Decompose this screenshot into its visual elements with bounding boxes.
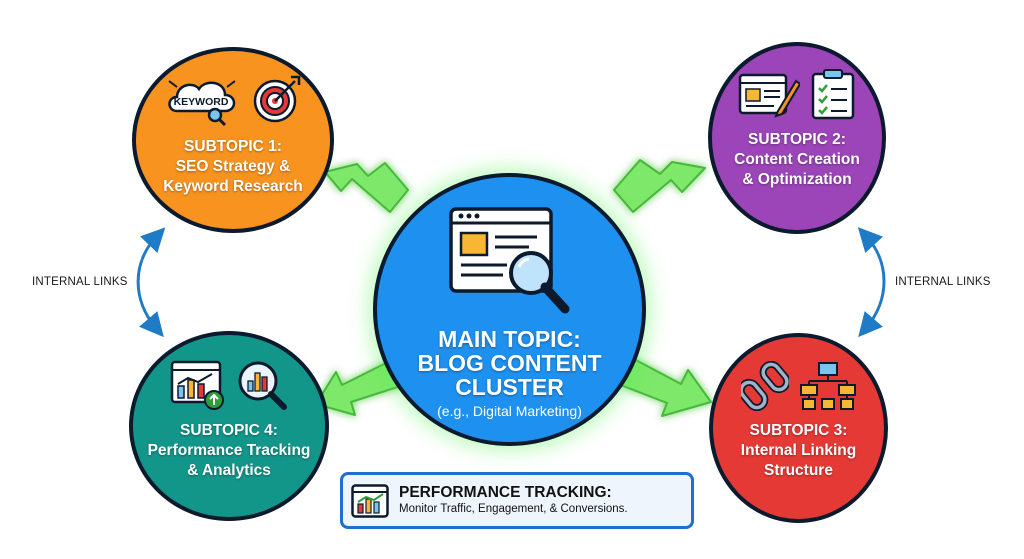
subtopic-4-heading: SUBTOPIC 4: bbox=[180, 422, 278, 439]
subtopic-2-title-line2: & Optimization bbox=[742, 171, 852, 188]
performance-tracking-box: PERFORMANCE TRACKING: Monitor Traffic, E… bbox=[340, 472, 694, 529]
internal-links-label-left: INTERNAL LINKS bbox=[32, 276, 128, 288]
subtopic-3-heading: SUBTOPIC 3: bbox=[749, 422, 848, 439]
internal-link-arrow-left bbox=[136, 227, 166, 338]
arrow-to-subtopic-4 bbox=[315, 359, 405, 416]
main-topic-line2: BLOG CONTENT bbox=[417, 350, 602, 376]
main-topic-title: MAIN TOPIC: BLOG CONTENT CLUSTER bbox=[418, 327, 602, 399]
webpage-magnifier-icon bbox=[448, 207, 569, 314]
performance-text: PERFORMANCE TRACKING: Monitor Traffic, E… bbox=[399, 484, 628, 517]
internal-link-arrow-right bbox=[857, 227, 886, 338]
checklist-icon bbox=[811, 69, 855, 120]
keyword-icon-text: KEYWORD bbox=[174, 96, 229, 108]
arrow-to-subtopic-1 bbox=[324, 162, 409, 213]
subtopic-2-title-line1: Content Creation bbox=[734, 151, 860, 168]
performance-description: Monitor Traffic, Engagement, & Conversio… bbox=[399, 503, 628, 515]
subtopic-2-heading: SUBTOPIC 2: bbox=[748, 131, 846, 148]
performance-title: PERFORMANCE TRACKING: bbox=[399, 484, 612, 501]
arrow-to-subtopic-2 bbox=[613, 159, 706, 213]
subtopic-4-title-line2: & Analytics bbox=[187, 462, 271, 479]
main-topic-circle: MAIN TOPIC: BLOG CONTENT CLUSTER (e.g., … bbox=[373, 173, 646, 446]
keyword-cloud-icon: KEYWORD bbox=[168, 80, 236, 127]
main-topic-line3: CLUSTER bbox=[455, 374, 564, 400]
subtopic-3-title-line1: Internal Linking bbox=[740, 442, 857, 459]
target-icon bbox=[253, 75, 301, 123]
subtopic-4-label: SUBTOPIC 4: Performance Tracking & Analy… bbox=[148, 421, 311, 481]
subtopic-1-heading: SUBTOPIC 1: bbox=[184, 138, 282, 155]
chain-link-icon bbox=[740, 361, 789, 411]
document-edit-icon bbox=[738, 73, 800, 118]
subtopic-2-circle: SUBTOPIC 2: Content Creation & Optimizat… bbox=[708, 42, 886, 234]
analytics-magnifier-icon bbox=[238, 361, 287, 410]
subtopic-3-circle: SUBTOPIC 3: Internal Linking Structure bbox=[709, 333, 888, 523]
subtopic-4-icons bbox=[170, 359, 288, 411]
subtopic-1-title-line1: SEO Strategy & bbox=[175, 158, 291, 175]
subtopic-3-icons bbox=[740, 361, 857, 411]
arrow-to-subtopic-3 bbox=[617, 357, 712, 417]
subtopic-2-label: SUBTOPIC 2: Content Creation & Optimizat… bbox=[734, 130, 860, 190]
subtopic-1-title-line2: Keyword Research bbox=[163, 178, 303, 195]
internal-links-label-right: INTERNAL LINKS bbox=[895, 276, 991, 288]
sitemap-icon bbox=[799, 362, 856, 410]
subtopic-3-title-line2: Structure bbox=[764, 462, 833, 479]
main-topic-line1: MAIN TOPIC: bbox=[438, 326, 581, 352]
subtopic-1-icons: KEYWORD bbox=[163, 71, 303, 127]
subtopic-4-circle: SUBTOPIC 4: Performance Tracking & Analy… bbox=[129, 331, 329, 521]
subtopic-4-title-line1: Performance Tracking bbox=[147, 442, 311, 459]
bar-chart-icon bbox=[351, 483, 389, 518]
subtopic-2-icons bbox=[738, 68, 856, 120]
subtopic-1-circle: KEYWORD SUBTOPIC 1: SEO Strategy & Keywo… bbox=[132, 47, 334, 233]
growth-chart-icon bbox=[170, 360, 224, 410]
main-topic-example: (e.g., Digital Marketing) bbox=[437, 403, 582, 419]
subtopic-3-label: SUBTOPIC 3: Internal Linking Structure bbox=[741, 421, 856, 481]
subtopic-1-label: SUBTOPIC 1: SEO Strategy & Keyword Resea… bbox=[163, 137, 303, 197]
